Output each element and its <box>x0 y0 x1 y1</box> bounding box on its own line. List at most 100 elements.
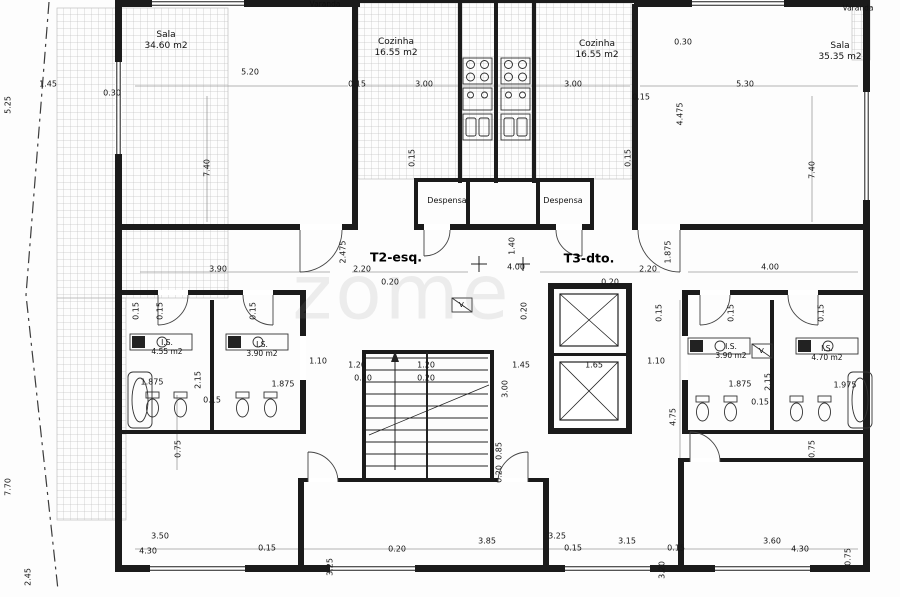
dimension-label: 3.25 <box>548 531 566 541</box>
dimension-label: 0.15 <box>258 543 276 553</box>
dimension-label: 0.20 <box>388 544 406 554</box>
dimension-label: 2.45 <box>23 568 33 586</box>
sink-icon <box>252 336 264 348</box>
dimension-label: 1.875 <box>663 240 673 264</box>
dimension-label: 0.15 <box>131 302 141 320</box>
room-label: Varanda <box>309 0 341 9</box>
bathtub-icon <box>127 371 153 429</box>
dimension-label: 0.20 <box>354 373 372 383</box>
toilet-icon <box>264 398 277 418</box>
dimension-label: 5.30 <box>736 79 754 89</box>
toilet-icon <box>696 402 709 422</box>
dimension-label: 5.20 <box>241 67 259 77</box>
dimension-label: 4.75 <box>668 408 678 426</box>
dimension-label: 0.75 <box>843 548 853 566</box>
dimension-label: 0.15 <box>155 302 165 320</box>
dimension-label: 1.45 <box>512 360 530 370</box>
dimension-label: 1.875 <box>271 379 295 389</box>
toilet-icon <box>790 402 803 422</box>
dimension-label: 1.20 <box>417 360 435 370</box>
dimension-label: 0.15 <box>407 149 417 167</box>
dimension-label: 1.975 <box>833 380 857 390</box>
dimension-label: 3.25 <box>325 558 335 576</box>
dimension-label: 0.15 <box>667 543 685 553</box>
dimension-label: 1.40 <box>507 237 517 255</box>
dimension-label: 3.50 <box>151 531 169 541</box>
windows <box>115 0 870 572</box>
room-label: Varanda <box>842 3 874 13</box>
bathroom-fixtures <box>127 333 873 429</box>
room-label: V. <box>458 300 466 309</box>
dimension-label: 0.15 <box>816 304 826 322</box>
room-label: I.S.4.70 m2 <box>811 344 843 362</box>
room-label: Despensa <box>543 196 583 206</box>
dimension-label: 2.475 <box>338 240 348 264</box>
dimension-label: 4.00 <box>507 262 525 272</box>
dimension-label: 0.15 <box>654 304 664 322</box>
toilet-icon <box>724 402 737 422</box>
dimension-label: 4.30 <box>791 544 809 554</box>
room-label: I.S.3.90 m2 <box>715 342 747 360</box>
sink-icon <box>822 340 834 352</box>
dimension-label: 7.40 <box>202 159 212 177</box>
dimension-chains <box>135 85 858 550</box>
dimension-label: 3.00 <box>564 79 582 89</box>
dimension-label: 7.70 <box>3 478 13 496</box>
dimension-label: 4.00 <box>761 262 779 272</box>
room-label: Despensa <box>427 196 467 206</box>
dimension-label: 3.85 <box>478 536 496 546</box>
dimension-label: 1.10 <box>647 356 665 366</box>
dimension-label: 1.875 <box>140 377 164 387</box>
dimension-label: 0.15 <box>751 397 769 407</box>
dimension-label: 0.15 <box>203 395 221 405</box>
survey-cross-marks <box>471 256 530 272</box>
dimension-label: 0.30 <box>103 88 121 98</box>
dimension-label: 2.20 <box>639 264 657 274</box>
dimension-label: 3.00 <box>415 79 433 89</box>
vent-shafts <box>451 297 773 359</box>
dimension-label: 0.20 <box>417 373 435 383</box>
bathtub-icon <box>847 371 873 429</box>
dimension-label: 3.00 <box>500 380 510 398</box>
sink-icon <box>156 336 168 348</box>
toilet-icon <box>818 402 831 422</box>
dimension-label: 2.15 <box>763 373 773 391</box>
dimension-label: 7.40 <box>807 161 817 179</box>
toilet-icon <box>236 398 249 418</box>
property-boundary-line <box>25 1 59 591</box>
toilet-icon <box>146 398 159 418</box>
dimension-label: 0.15 <box>632 92 650 102</box>
apartment-label: T2-esq. <box>369 249 423 265</box>
dimension-label: 0.20 <box>519 302 529 320</box>
dimension-label: 0.30 <box>674 37 692 47</box>
stairs <box>366 351 490 478</box>
room-label: I.S.4.55 m2 <box>151 338 183 356</box>
dimension-label: 2.20 <box>353 264 371 274</box>
dimension-label: 0.15 <box>726 304 736 322</box>
toilet-icon <box>174 398 187 418</box>
elevators <box>559 293 619 421</box>
dimension-label: 3.15 <box>618 536 636 546</box>
dimension-label: 2.15 <box>193 371 203 389</box>
tiled-floor-areas <box>56 0 871 521</box>
room-label: I.S.3.90 m2 <box>246 340 278 358</box>
dimension-label: 5.25 <box>3 96 13 114</box>
dimension-label: 0.20 <box>494 465 504 483</box>
door-gaps <box>158 224 818 482</box>
dimension-label: 0.75 <box>173 440 183 458</box>
dimension-label: 0.15 <box>623 149 633 167</box>
dimension-label: 4.475 <box>675 102 685 126</box>
dimension-label: 0.15 <box>348 79 366 89</box>
dimension-label: 3.90 <box>209 264 227 274</box>
dimension-label: 1.65 <box>585 360 603 370</box>
sink-icon <box>714 340 726 352</box>
room-label: V. <box>758 346 766 355</box>
dimension-label: 3.20 <box>657 561 667 579</box>
